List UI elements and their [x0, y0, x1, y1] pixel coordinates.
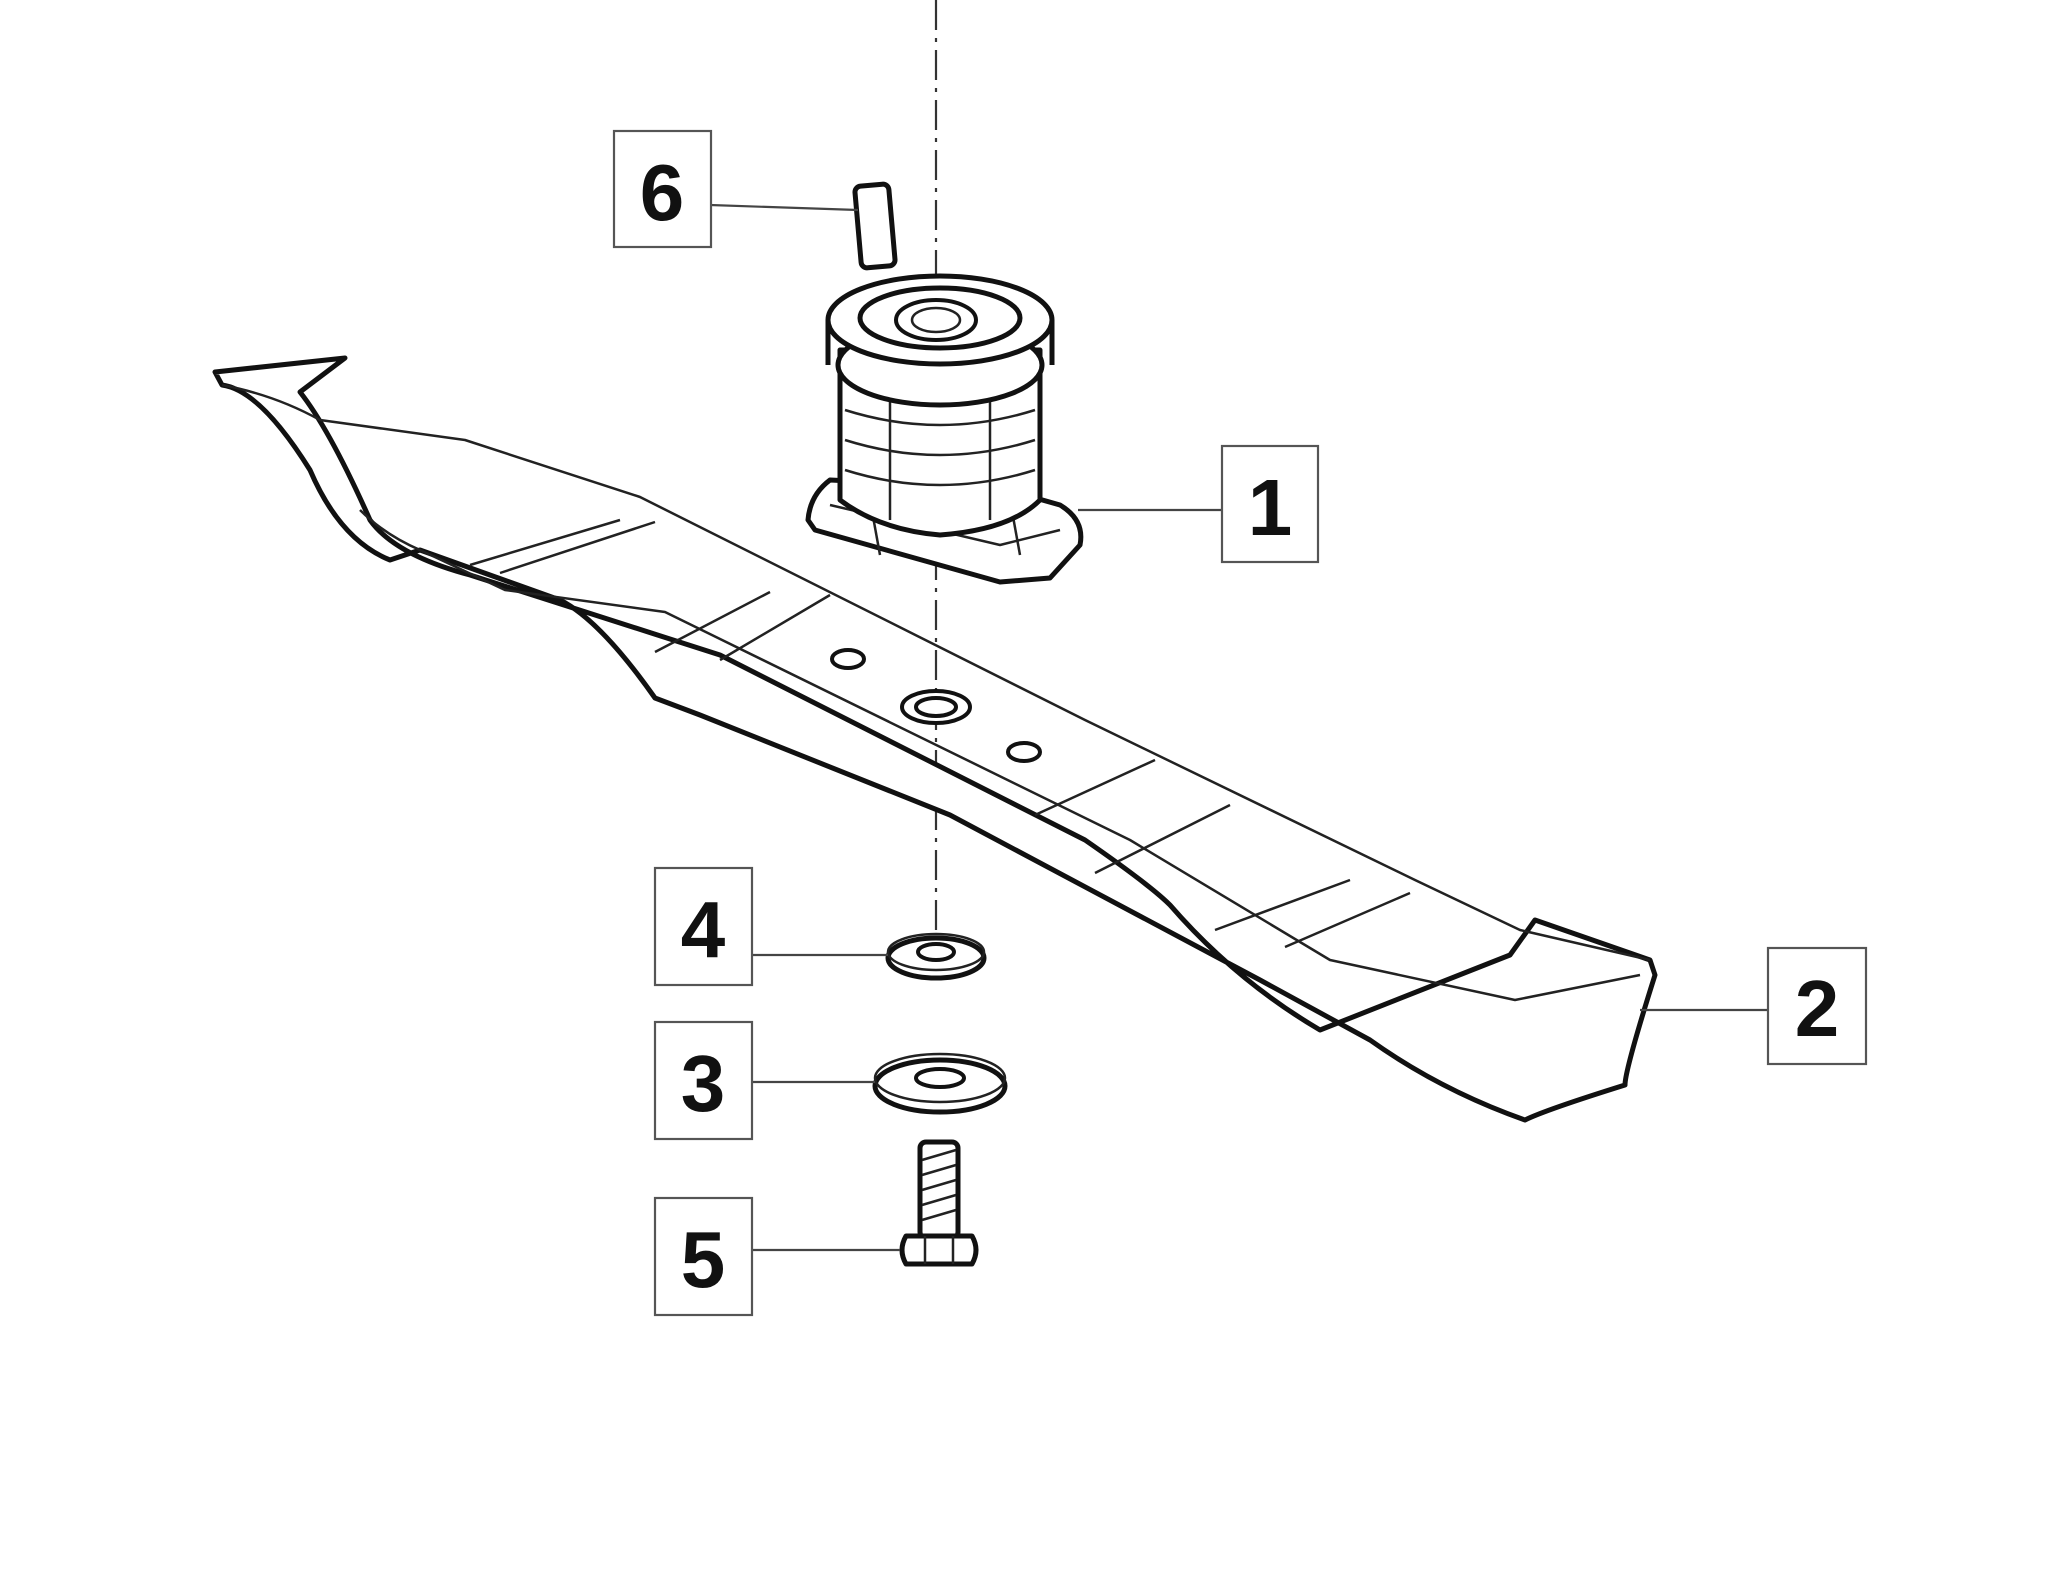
callout-5: 5	[653, 1196, 900, 1317]
callout-6-label: 6	[640, 148, 685, 237]
callout-3: 3	[653, 1020, 875, 1141]
callout-5-label: 5	[681, 1215, 726, 1304]
callout-4-label: 4	[681, 885, 726, 974]
blade-left-hole	[830, 648, 866, 670]
key-part	[852, 181, 898, 271]
small-washer-part	[885, 932, 987, 981]
callout-6: 6	[612, 129, 859, 249]
callout-2: 2	[1640, 946, 1868, 1066]
blade-holder-part	[805, 273, 1084, 585]
large-washer-part	[872, 1052, 1008, 1115]
bolt-part	[899, 1139, 979, 1267]
callout-1-label: 1	[1248, 463, 1293, 552]
callout-2-label: 2	[1795, 964, 1840, 1053]
blade-right-hole	[1006, 741, 1042, 763]
callout-1: 1	[1078, 444, 1320, 564]
callout-4: 4	[653, 866, 888, 987]
callout-3-label: 3	[681, 1039, 726, 1128]
blade-part	[212, 355, 1658, 1123]
